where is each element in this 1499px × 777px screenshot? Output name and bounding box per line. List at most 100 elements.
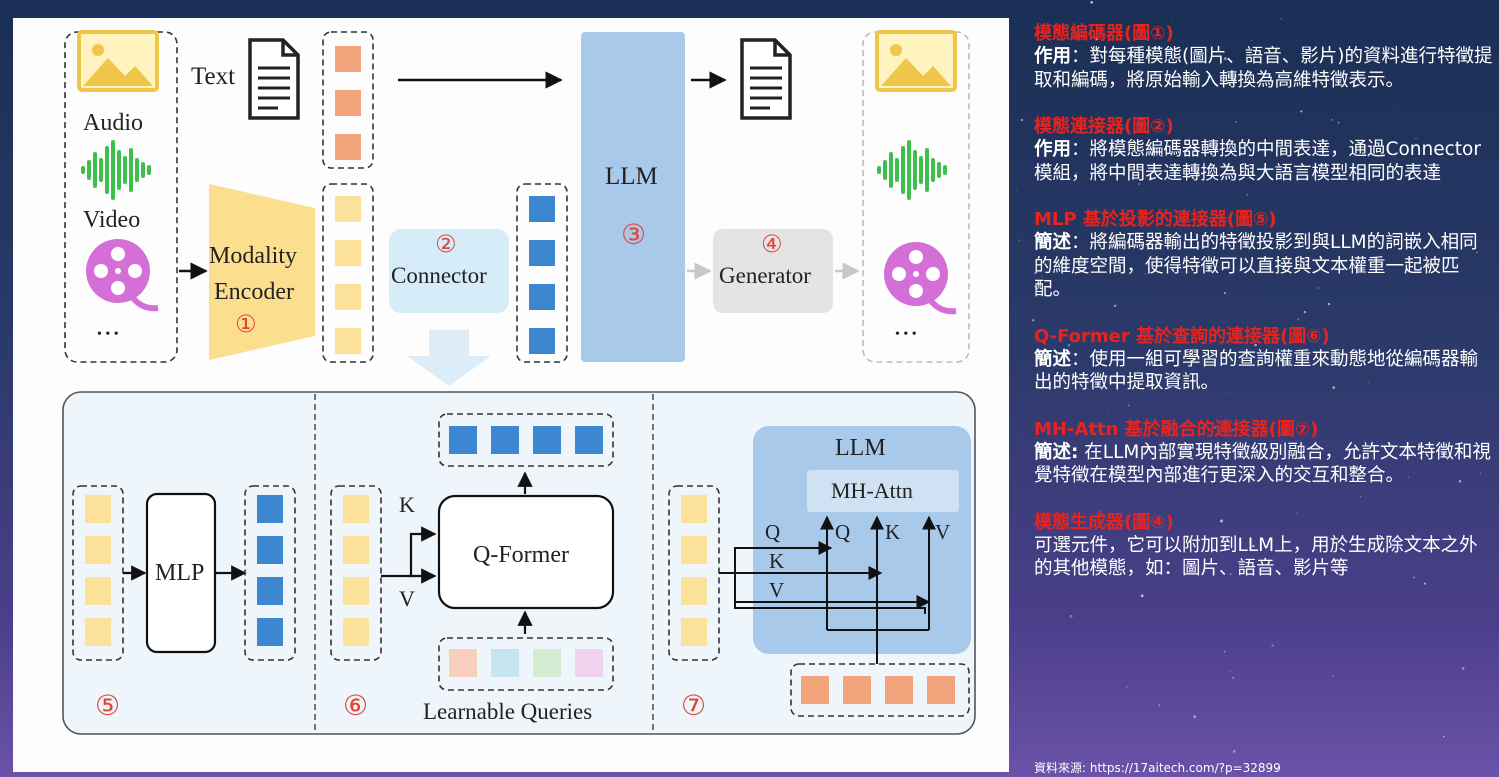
section-body: 將編碼器輸出的特徵投影到與LLM的詞嵌入相同的維度空間，使得特徵可以直接與文本權… (1034, 232, 1478, 300)
section-body: 對每種模態(圖片、語音、影片)的資料進行特徵提取和編碼，將原始輸入轉換為高維特徵… (1034, 46, 1493, 91)
section-prefix: 作用 (1034, 46, 1072, 67)
section-description: 作用：將模態編碼器轉換的中間表達，通過Connector模組，將中間表達轉換為與… (1034, 138, 1496, 185)
star-dot (1232, 750, 1236, 753)
section-title: 模態編碼器(圖①) (1034, 23, 1174, 44)
encoded-tokens (335, 196, 361, 354)
connector-label: Connector (391, 263, 487, 288)
section-body: 使用一組可學習的查詢權重來動態地從編碼器輸出的特徵中提取資訊。 (1034, 348, 1479, 394)
section-description: 簡述: 在LLM內部實現特徵級別融合，允許文本特徵和視覺特徵在模型內部進行更深入… (1034, 441, 1496, 488)
star-dot (1462, 667, 1465, 670)
section-separator: ： (1071, 139, 1090, 160)
qformer-input-token-box (330, 485, 382, 661)
qformer-label: Q-Former (473, 542, 569, 568)
section-qformer-connector: Q-Former 基於查詢的連接器(圖⑥) 簡述：使用一組可學習的查詢權重來動態… (1034, 325, 1496, 395)
connector-number-badge: ② (435, 230, 457, 258)
section-mlp-connector: MLP 基於投影的連接器(圖⑤) 簡述：將編碼器輸出的特徵投影到與LLM的詞嵌入… (1034, 208, 1496, 302)
text-modality-label: Text (191, 63, 236, 90)
modality-encoder-label-line2: Encoder (214, 279, 294, 305)
section-modality-connector: 模態連接器(圖②) 作用：將模態編碼器轉換的中間表達，通過Connector模組… (1034, 115, 1496, 185)
projected-tokens (529, 196, 555, 354)
video-modality-label: Video (83, 207, 141, 233)
generator-box (713, 229, 833, 313)
text-tokens (335, 46, 361, 160)
section-body: 將模態編碼器轉換的中間表達，通過Connector模組，將中間表達轉換為與大語言… (1034, 139, 1481, 184)
inner-llm-label: LLM (835, 435, 886, 461)
star-dot (1016, 190, 1018, 192)
star-dot (1232, 676, 1235, 679)
star-dot (1193, 715, 1196, 718)
mllm-architecture-diagram: Text Audio Video • • • Modality Encoder … (13, 18, 1009, 772)
qformer-box (437, 494, 615, 610)
mhattn-text-token-box (790, 663, 970, 717)
mlp-number-badge: ⑤ (95, 689, 121, 722)
section-separator: ： (1071, 348, 1090, 370)
learnable-queries-label: Learnable Queries (423, 699, 593, 724)
attn-v-input-label: V (935, 520, 951, 544)
mhattn-text-tokens (801, 676, 955, 704)
mhattn-input-tokens (681, 495, 707, 646)
star-dot (1047, 684, 1049, 685)
section-separator: ： (1071, 46, 1090, 67)
star-dot (1442, 735, 1445, 738)
llm-box (581, 32, 685, 362)
star-dot (1020, 118, 1024, 122)
encoder-number-badge: ① (235, 310, 257, 338)
qformer-number-badge: ⑥ (343, 689, 369, 722)
output-video-reel-icon (884, 242, 957, 315)
section-title: 模態生成器(圖④) (1034, 511, 1174, 533)
star-dot (1280, 18, 1282, 20)
text-document-icon (248, 38, 300, 120)
video-reel-icon (86, 239, 159, 312)
generator-label: Generator (719, 263, 811, 288)
mlp-input-tokens (85, 495, 111, 646)
mlp-output-token-box (244, 485, 296, 661)
connector-box (389, 229, 509, 313)
modality-encoder-label-line1: Modality (209, 243, 297, 269)
mh-attn-label: MH-Attn (831, 478, 913, 503)
section-modality-encoder: 模態編碼器(圖①) 作用：對每種模態(圖片、語音、影片)的資料進行特徵提取和編碼… (1034, 22, 1496, 92)
star-dot (1069, 614, 1073, 618)
star-dot (1125, 686, 1128, 688)
input-ellipsis: • • • (97, 327, 119, 342)
explanation-panel: 模態編碼器(圖①) 作用：對每種模態(圖片、語音、影片)的資料進行特徵提取和編碼… (1034, 22, 1496, 604)
output-image-icon (875, 30, 957, 92)
mlp-output-tokens (257, 495, 283, 646)
section-description: 作用：對每種模態(圖片、語音、影片)的資料進行特徵提取和編碼，將原始輸入轉換為高… (1034, 45, 1496, 92)
star-dot (1090, 0, 1094, 4)
output-text-document-icon (740, 38, 792, 120)
star-dot (1140, 742, 1141, 744)
llm-number-badge: ③ (621, 218, 647, 251)
mhattn-number-badge: ⑦ (681, 689, 707, 722)
section-body: 在LLM內部實現特徵級別融合，允許文本特徵和視覺特徵在模型內部進行更深入的交互和… (1034, 441, 1491, 487)
star-dot (1229, 670, 1231, 673)
image-icon (77, 30, 159, 92)
section-separator: ： (1071, 232, 1090, 253)
star-dot (1223, 650, 1226, 653)
mhattn-k-label: K (769, 549, 785, 573)
audio-waveform-icon (81, 140, 151, 200)
section-prefix: 作用 (1034, 139, 1072, 160)
section-modality-generator: 模態生成器(圖④) 可選元件，它可以附加到LLM上，用於生成除文本之外的其他模態… (1034, 511, 1496, 581)
source-citation: 資料來源: https://17aitech.com/?p=32899 (1034, 761, 1281, 775)
audio-modality-label: Audio (83, 110, 143, 136)
section-title: 模態連接器(圖②) (1034, 116, 1174, 137)
mlp-label: MLP (155, 560, 205, 586)
text-token-box (322, 31, 374, 169)
section-title: MH-Attn 基於融合的連接器(圖⑦) (1034, 418, 1319, 440)
llm-label: LLM (605, 163, 658, 190)
section-prefix: 簡述 (1034, 348, 1072, 370)
mhattn-v-label: V (769, 578, 785, 602)
qformer-k-label: K (399, 492, 415, 517)
attn-k-input-label: K (885, 520, 901, 544)
section-title: MLP 基於投影的連接器(圖⑤) (1034, 209, 1277, 230)
learnable-query-tokens (449, 649, 603, 677)
star-dot (1010, 377, 1011, 380)
section-prefix: 簡述 (1034, 232, 1072, 253)
section-description: 簡述：將編碼器輸出的特徵投影到與LLM的詞嵌入相同的維度空間，使得特徵可以直接與… (1034, 231, 1496, 302)
mhattn-q-label: Q (765, 520, 781, 544)
section-description: 簡述：使用一組可學習的查詢權重來動態地從編碼器輸出的特徵中提取資訊。 (1034, 348, 1496, 395)
modality-encoder-shape (209, 184, 315, 360)
section-body: 可選元件，它可以附加到LLM上，用於生成除文本之外的其他模態，如：圖片、語音、影… (1034, 534, 1478, 580)
mhattn-wiring (719, 515, 936, 664)
attn-q-input-label: Q (835, 520, 851, 544)
